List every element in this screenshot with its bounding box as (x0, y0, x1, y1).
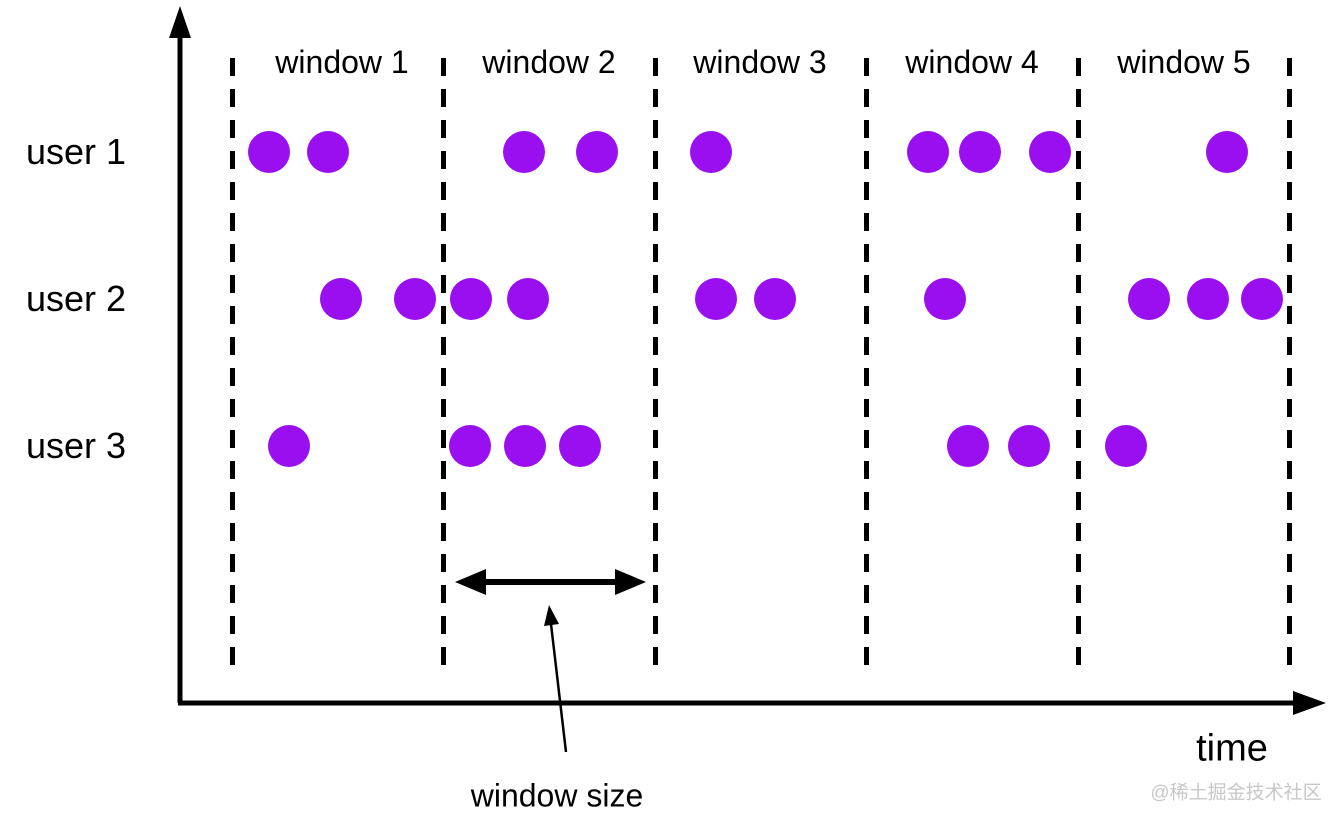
event-dot (450, 278, 492, 320)
event-dot (690, 131, 732, 173)
event-dot (1128, 278, 1170, 320)
event-dot (559, 425, 601, 467)
event-dot (754, 278, 796, 320)
event-dot (907, 131, 949, 173)
window-boundary-dashed-line (440, 58, 446, 666)
event-dot (268, 425, 310, 467)
event-dot (248, 131, 290, 173)
event-dot (1241, 278, 1283, 320)
user-label-1: user 1 (25, 131, 127, 172)
window-size-arrowhead-left-icon (455, 569, 486, 595)
event-dot (503, 131, 545, 173)
x-axis-label: time (1196, 727, 1268, 770)
event-dot (449, 425, 491, 467)
window-boundary-dashed-line (229, 58, 235, 666)
event-dot (695, 278, 737, 320)
event-dot (504, 425, 546, 467)
window-label-5: window 5 (1117, 44, 1251, 80)
window-boundary-dashed-line (1286, 58, 1292, 666)
event-dot (1187, 278, 1229, 320)
annotation-pointer-arrowhead-icon (544, 605, 559, 626)
y-axis-arrowhead-icon (169, 6, 191, 38)
watermark: @稀土掘金技术社区 (1150, 782, 1322, 804)
event-dot (959, 131, 1001, 173)
user-label-3: user 3 (25, 425, 127, 466)
event-dot (507, 278, 549, 320)
window-size-label: window size (470, 777, 644, 814)
event-dot (394, 278, 436, 320)
user-label-2: user 2 (25, 278, 127, 319)
event-dot (307, 131, 349, 173)
event-dot (1206, 131, 1248, 173)
event-dot (1029, 131, 1071, 173)
x-axis-arrowhead-icon (1293, 691, 1326, 715)
window-size-arrowhead-right-icon (615, 569, 646, 595)
event-dot (320, 278, 362, 320)
window-boundary-dashed-line (1075, 58, 1081, 666)
event-dot (1105, 425, 1147, 467)
window-boundary-dashed-line (652, 58, 658, 666)
window-label-2: window 2 (482, 44, 616, 80)
event-dot (947, 425, 989, 467)
annotation-pointer-line (549, 623, 568, 753)
window-label-1: window 1 (275, 44, 409, 80)
window-boundary-dashed-line (863, 58, 869, 666)
event-dot (1008, 425, 1050, 467)
window-label-4: window 4 (905, 44, 1039, 80)
event-dot (576, 131, 618, 173)
event-dot (924, 278, 966, 320)
window-label-3: window 3 (693, 44, 827, 80)
